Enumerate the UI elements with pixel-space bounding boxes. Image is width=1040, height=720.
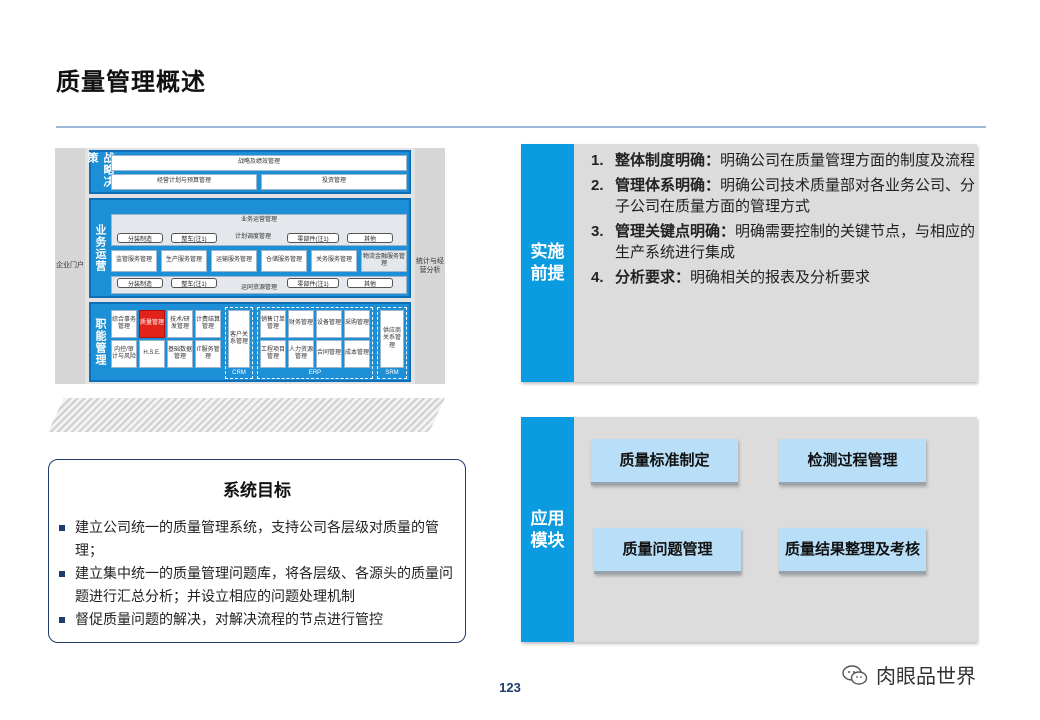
func-cell: IT服务管理 [195,340,221,368]
item-heading: 管理关键点明确： [615,223,736,240]
functional-band-label: 职能管理 [94,318,106,366]
ops-pill: 分装制造 [117,233,163,243]
erp-cell: 工程项目管理 [260,340,286,368]
item-number: 2. [591,177,604,194]
item-heading: 整体制度明确： [615,152,721,169]
crm-cell: 客户关系管理 [228,310,250,368]
list-item: 4. 分析要求：明确相关的报表及分析要求 [591,267,976,288]
system-goals-title: 系统目标 [223,481,291,500]
list-item: 2. 管理体系明确：明确公司技术质量部对各业务公司、分子公司在质量方面的管理方式 [591,175,976,217]
module-inspection-process: 检测过程管理 [779,439,926,485]
ops-pill: 其他 [347,233,393,243]
strategy-band-label: 战略决策 [86,152,114,188]
item-heading: 分析要求： [615,269,691,286]
ops-pill: 分装制造 [117,278,163,288]
item-number: 4. [591,269,604,286]
crm-label: CRM [232,370,246,376]
srm-cell: 供应商关系管理 [380,310,404,368]
item-text: 明确需要控制的关键节点，与相应的生产系统进行集成 [615,223,976,261]
ops-pill: 整车(注1) [171,233,217,243]
list-item: 督促质量问题的解决，对解决流程的节点进行管控 [59,608,463,631]
ops-service-cell: 生产服务管理 [161,250,207,272]
wechat-icon [842,664,868,685]
watermark: 肉眼品世界 [842,660,976,689]
ops-pill: 其他 [347,278,393,288]
strategy-performance-cell: 战略及绩效管理 [111,155,407,171]
item-number: 1. [591,152,604,169]
system-goals-list: 建立公司统一的质量管理系统，支持公司各层级对质量的管理； 建立集中统一的质量管理… [59,516,463,631]
item-heading: 管理体系明确： [615,177,721,194]
module-quality-results: 质量结果整理及考核 [779,528,926,574]
item-text: 明确公司技术质量部对各业务公司、分子公司在质量方面的管理方式 [615,177,976,215]
prerequisites-tag-label: 实施前提 [530,242,565,283]
system-goals-box: 系统目标 建立公司统一的质量管理系统，支持公司各层级对质量的管理； 建立集中统一… [48,459,466,643]
module-quality-standard: 质量标准制定 [591,439,738,485]
erp-cell: 销售订单管理 [260,310,286,338]
architecture-diagram: 企业门户 统计与经营分析 战略决策 战略及绩效管理 经营计划与预算管理 投资管理… [55,148,445,384]
ops-service-cell: 运输服务管理 [211,250,257,272]
func-cell: H.S.E. [139,340,165,368]
srm-group [377,307,407,379]
ops-service-cell: 仓储服务管理 [261,250,307,272]
operations-band-label: 业务运营 [94,224,106,272]
prerequisites-list: 1. 整体制度明确：明确公司在质量管理方面的制度及流程 2. 管理体系明确：明确… [591,150,976,292]
ops-pill: 零部件(注1) [287,233,339,243]
modules-tag: 应用模块 [521,417,574,642]
prerequisites-panel: 实施前提 1. 整体制度明确：明确公司在质量管理方面的制度及流程 2. 管理体系… [521,144,977,382]
module-quality-issues: 质量问题管理 [594,528,741,574]
list-item: 建立集中统一的质量管理问题库，将各层级、各源头的质量问题进行汇总分析；并设立相应… [59,562,463,608]
functional-band: 职能管理 综合事务管理 质量管理 技术/研发管理 计费结算管理 内控/审计与风险… [89,302,411,382]
page-title: 质量管理概述 [56,69,206,96]
func-cell: 计费结算管理 [195,310,221,338]
watermark-text: 肉眼品世界 [876,666,976,688]
list-item: 3. 管理关键点明确：明确需要控制的关键节点，与相应的生产系统进行集成 [591,221,976,263]
ops-plan-cell: 计划调度管理 [234,234,271,241]
crm-group [225,307,253,379]
item-text: 明确公司在质量管理方面的制度及流程 [720,152,976,169]
enterprise-portal-column: 企业门户 [55,148,85,384]
erp-cell: 财务管理 [288,310,314,338]
item-number: 3. [591,223,604,240]
investment-cell: 投资管理 [261,174,407,190]
erp-cell: 设备管理 [316,310,342,338]
strategy-band: 战略决策 战略及绩效管理 经营计划与预算管理 投资管理 [86,150,411,194]
list-item: 建立公司统一的质量管理系统，支持公司各层级对质量的管理； [59,516,463,562]
prerequisites-tag: 实施前提 [521,144,574,382]
operations-band: 业务运营 业务运营管理 分装制造 整车(注1) 计划调度管理 零部件(注1) 其… [89,198,411,298]
ops-pill: 整车(注1) [171,278,217,288]
erp-group [257,307,373,379]
ops-pill: 零部件(注1) [287,278,339,288]
modules-panel: 应用模块 质量标准制定 检测过程管理 质量问题管理 质量结果整理及考核 [521,417,977,642]
title-divider [56,126,986,128]
erp-cell: 人力资源管理 [288,340,314,368]
erp-cell: 合同管理 [316,340,342,368]
list-item: 1. 整体制度明确：明确公司在质量管理方面的制度及流程 [591,150,976,171]
budget-cell: 经营计划与预算管理 [111,174,257,190]
func-cell: 综合事务管理 [111,310,137,338]
erp-cell: 采购管理 [344,310,370,338]
func-cell: 基础数据管理 [167,340,193,368]
erp-label: ERP [308,370,322,376]
statistics-analysis-column: 统计与经营分析 [415,148,445,384]
modules-tag-label: 应用模块 [530,508,565,550]
diagram-shadow [48,398,445,432]
func-cell: 技术/研发管理 [167,310,193,338]
ops-service-cell: 关务服务管理 [311,250,357,272]
srm-label: SRM [385,370,399,376]
quality-management-cell: 质量管理 [139,310,165,338]
erp-cell: 成本管理 [344,340,370,368]
page-number: 123 [499,680,521,695]
item-text: 明确相关的报表及分析要求 [690,269,871,286]
ops-service-cell: 监管服务管理 [111,250,157,272]
func-cell: 内控/审计与风险 [111,340,137,368]
ops-service-cell: 物流金融服务管理 [361,250,407,272]
